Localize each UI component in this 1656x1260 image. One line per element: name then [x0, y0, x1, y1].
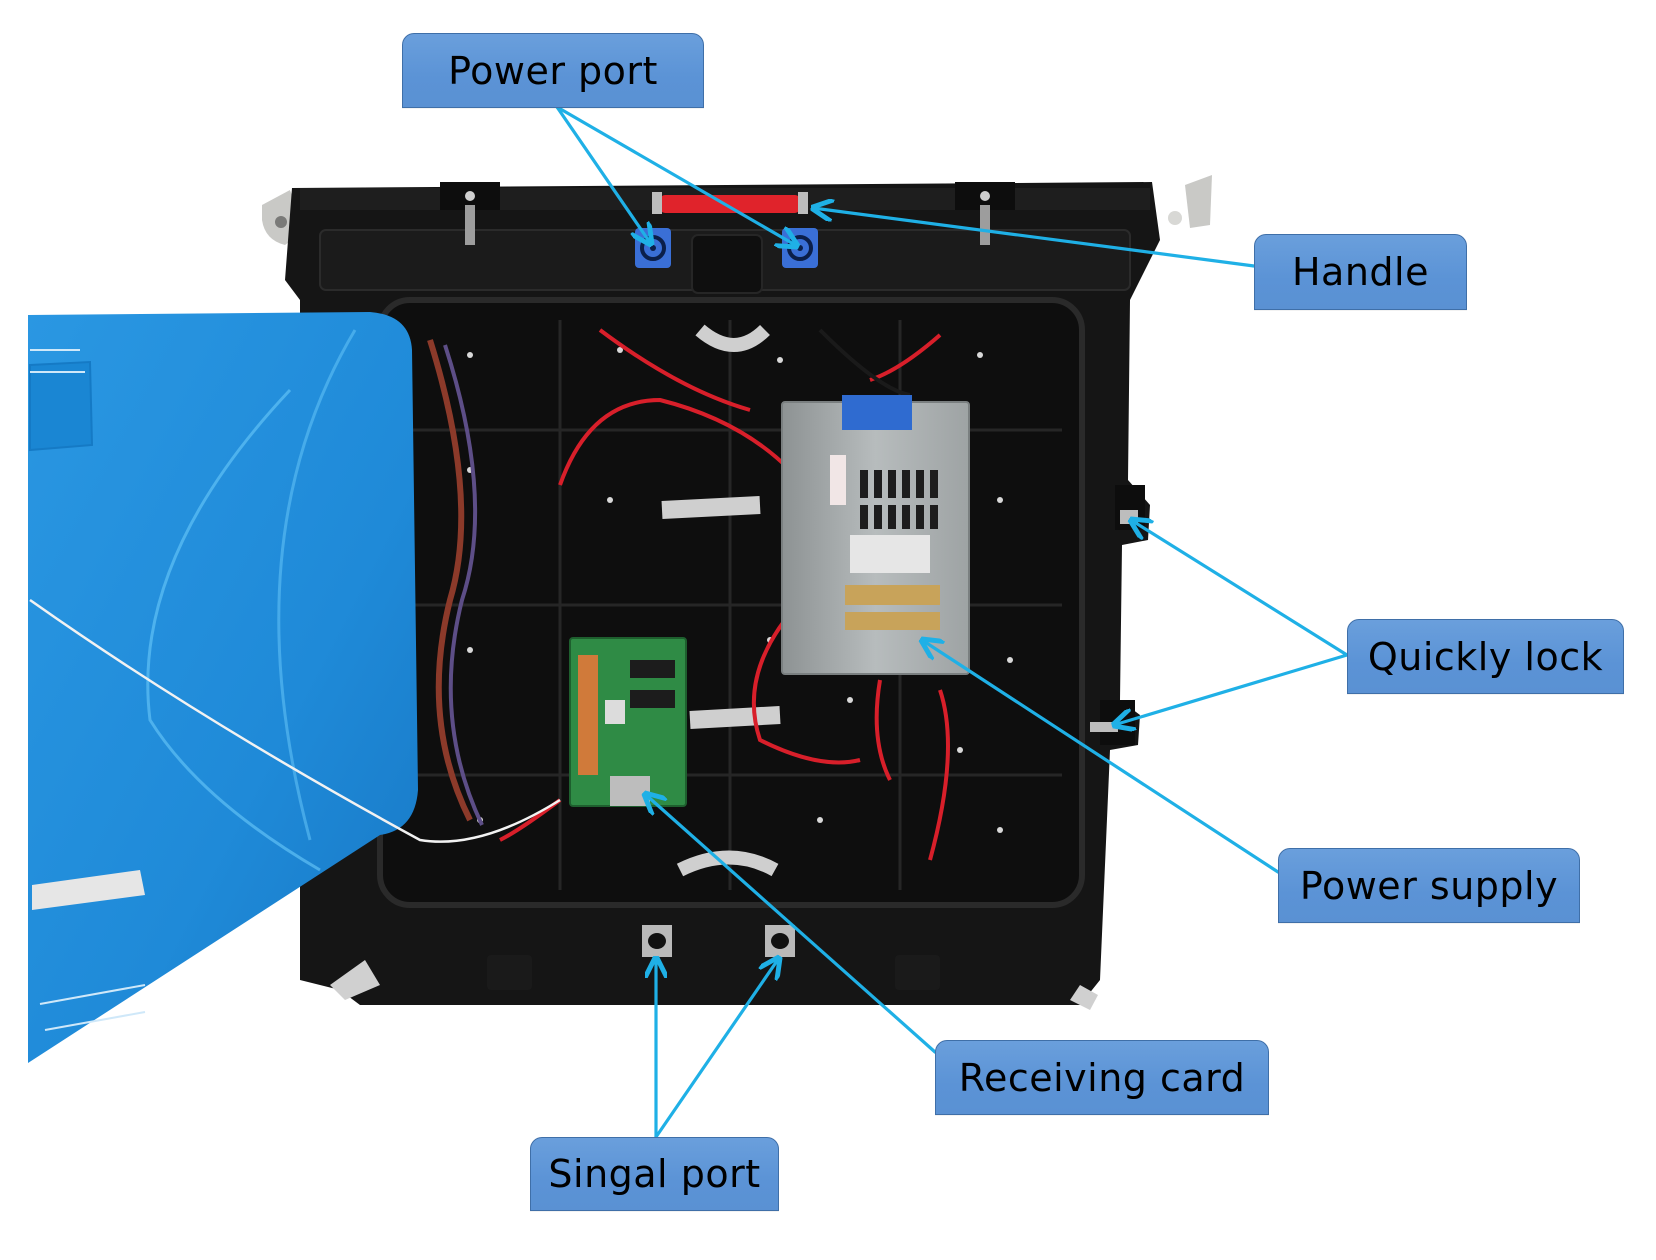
label-power-port-text: Power port — [448, 48, 658, 93]
callout-power-port-left — [555, 105, 651, 244]
label-quickly-lock-text: Quickly lock — [1367, 634, 1604, 679]
label-quickly-lock: Quickly lock — [1347, 619, 1624, 694]
callout-power-port-right — [555, 105, 797, 246]
callout-quick-lock-lower — [1114, 653, 1349, 725]
label-signal-port-text: Singal port — [548, 1152, 761, 1196]
label-power-port: Power port — [402, 33, 704, 108]
callout-lines — [555, 105, 1349, 1139]
power-port-left-icon — [635, 228, 671, 268]
callout-receiving-card — [645, 794, 937, 1054]
label-signal-port: Singal port — [530, 1137, 779, 1211]
label-handle-text: Handle — [1291, 250, 1429, 294]
label-receiving-card-text: Receiving card — [958, 1055, 1246, 1100]
label-power-supply-text: Power supply — [1299, 863, 1559, 908]
handle-grip — [660, 195, 800, 213]
signal-port-left-icon — [642, 925, 672, 957]
bracket-top-right — [1185, 175, 1212, 228]
power-supply-unit — [781, 395, 970, 675]
label-power-supply: Power supply — [1278, 848, 1580, 923]
receiving-card-board — [569, 637, 687, 807]
quick-lock-upper-icon — [1115, 485, 1145, 530]
callout-power-supply — [922, 640, 1280, 874]
signal-port-right-icon — [765, 925, 795, 957]
power-port-right-icon — [782, 228, 818, 268]
callout-quick-lock-upper — [1131, 520, 1349, 657]
callout-handle — [813, 208, 1256, 268]
callout-signal-port-right — [654, 958, 779, 1139]
tether-wire — [29, 598, 561, 843]
label-handle: Handle — [1254, 234, 1467, 310]
label-receiving-card: Receiving card — [935, 1040, 1269, 1115]
wires — [427, 328, 950, 861]
service-door — [28, 312, 561, 1063]
